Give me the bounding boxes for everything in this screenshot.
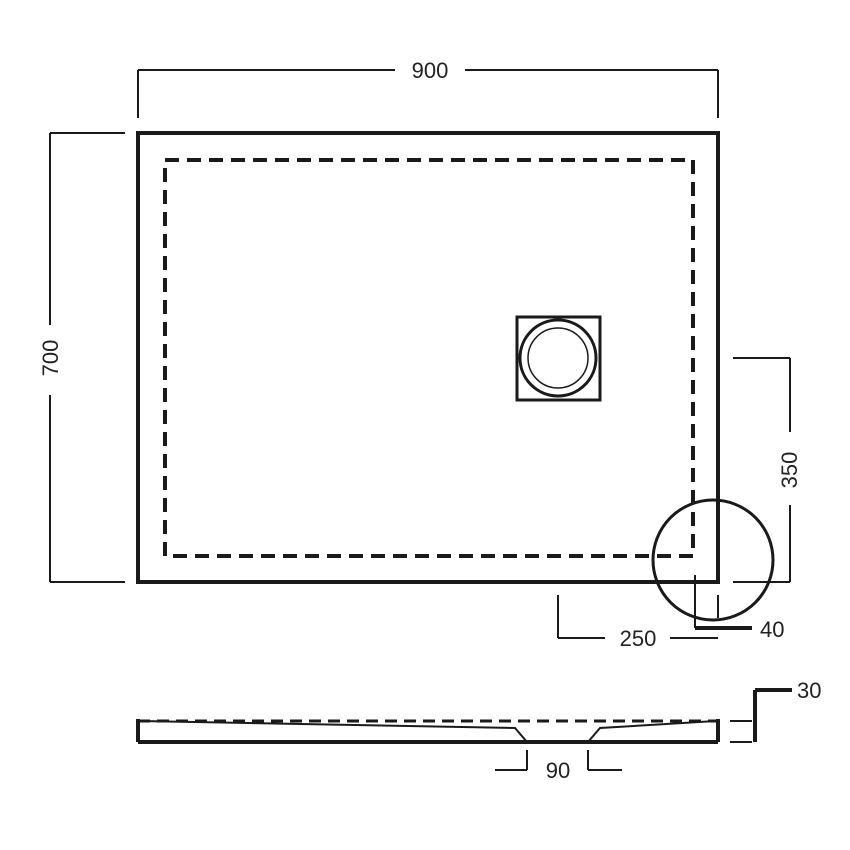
waste-side-dimension: 350	[733, 357, 802, 583]
waste-front-dimension: 250	[557, 595, 718, 651]
waste-diameter-dimension: 90	[495, 750, 622, 783]
height-label: 700	[38, 340, 63, 377]
height-dimension: 700	[38, 132, 125, 583]
tray-inner-dashed-edge	[163, 158, 695, 558]
waste-outlet	[515, 315, 602, 402]
waste-side-label: 350	[777, 452, 802, 489]
tray-profile	[136, 719, 720, 744]
lip-label: 40	[760, 617, 784, 642]
width-label: 900	[412, 58, 449, 83]
tray-outline	[136, 131, 720, 584]
thickness-label: 30	[797, 678, 821, 703]
waste-diameter-label: 90	[546, 758, 570, 783]
corner-detail: 40	[651, 498, 784, 642]
waste-front-label: 250	[620, 626, 657, 651]
width-dimension: 900	[137, 58, 719, 118]
thickness-dimension: 30	[730, 678, 821, 743]
